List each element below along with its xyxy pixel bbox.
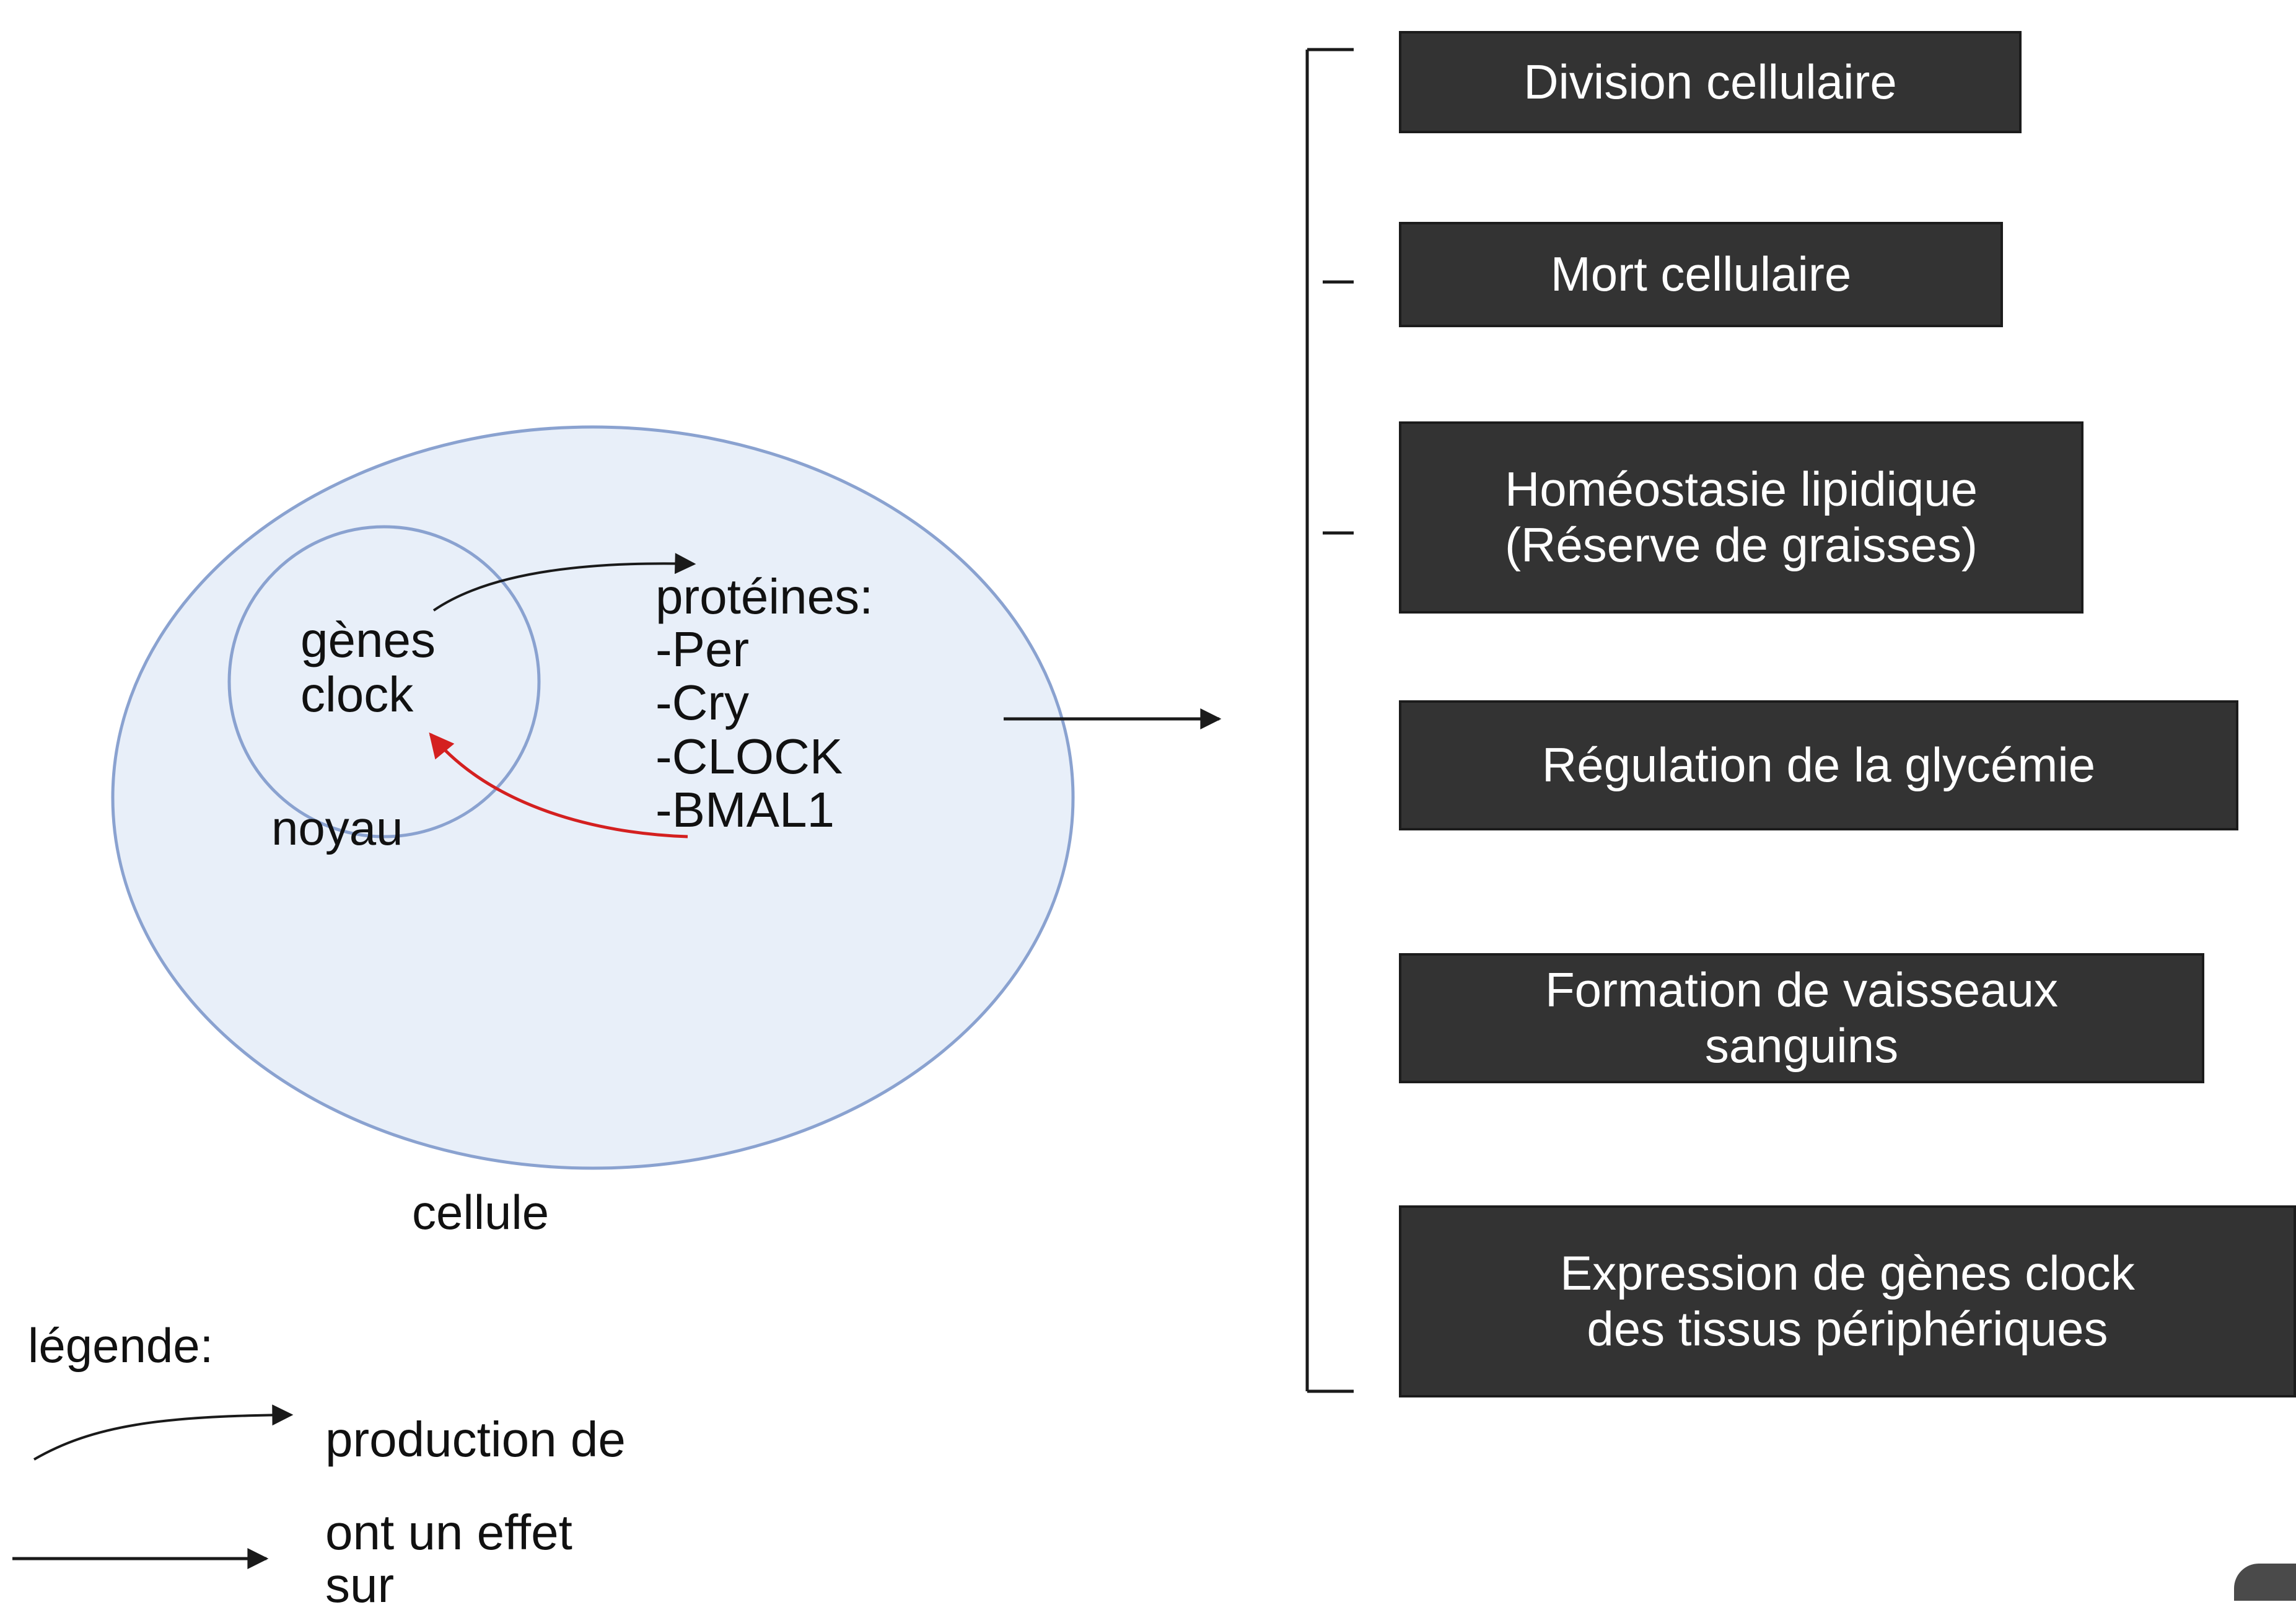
effect-label: Formation de vaisseaux sanguins bbox=[1545, 962, 2059, 1073]
proteins-title: protéines: bbox=[655, 569, 874, 624]
effect-box-blood-vessel-formation: Formation de vaisseaux sanguins bbox=[1399, 953, 2204, 1083]
protein-item: -CLOCK bbox=[655, 728, 843, 784]
effects-bracket bbox=[1305, 48, 1354, 1393]
effect-box-peripheral-clock-genes: Expression de gènes clock des tissus pér… bbox=[1399, 1205, 2296, 1397]
effect-label: Homéostasie lipidique (Réserve de graiss… bbox=[1504, 462, 1978, 572]
effect-box-glycemia-regulation: Régulation de la glycémie bbox=[1399, 700, 2238, 830]
protein-list: -Per -Cry -CLOCK -BMAL1 bbox=[655, 622, 843, 838]
legend-effect-label-line1: ont un effet bbox=[325, 1505, 572, 1560]
cell-ellipse bbox=[111, 425, 1075, 1170]
legend-production-arrow bbox=[33, 1404, 294, 1461]
corner-widget bbox=[2234, 1564, 2296, 1601]
protein-item: -BMAL1 bbox=[655, 782, 835, 838]
effect-label: Mort cellulaire bbox=[1550, 247, 1852, 302]
legend-effect-label-line2: sur bbox=[325, 1557, 395, 1613]
protein-item: -Cry bbox=[655, 675, 750, 731]
genes-label-line2: clock bbox=[300, 667, 414, 722]
effect-box-lipid-homeostasis: Homéostasie lipidique (Réserve de graiss… bbox=[1399, 421, 2083, 614]
production-arrow bbox=[432, 553, 696, 612]
legend-title: légende: bbox=[28, 1318, 214, 1373]
effect-box-cell-death: Mort cellulaire bbox=[1399, 222, 2003, 327]
effect-label: Division cellulaire bbox=[1523, 54, 1897, 109]
cell-label: cellule bbox=[412, 1185, 550, 1239]
effect-box-cell-division: Division cellulaire bbox=[1399, 31, 2022, 133]
effect-label: Expression de gènes clock des tissus pér… bbox=[1560, 1246, 2135, 1356]
feedback-arrow bbox=[429, 732, 688, 838]
legend-production-label: production de bbox=[325, 1412, 626, 1467]
protein-item: -Per bbox=[655, 622, 750, 677]
nucleus-circle bbox=[227, 525, 541, 838]
effect-label: Régulation de la glycémie bbox=[1541, 737, 2096, 793]
nucleus-label: noyau bbox=[271, 801, 403, 855]
genes-label-line1: gènes bbox=[300, 612, 436, 667]
